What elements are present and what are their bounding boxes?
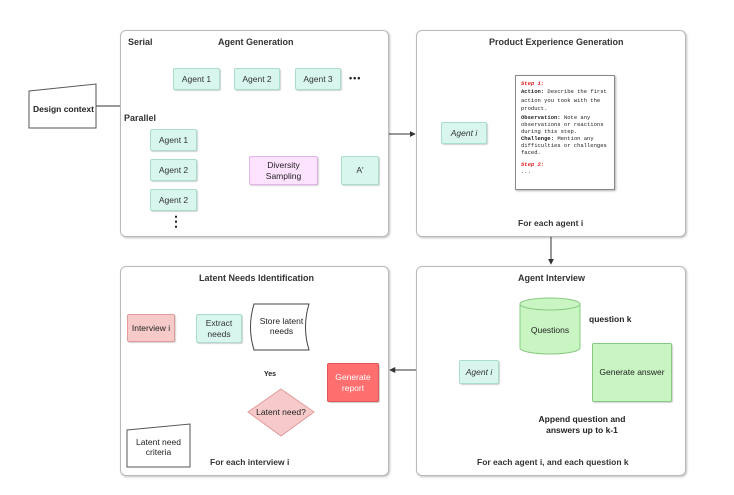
generate-answer-box[interactable]: Generate answer (592, 343, 672, 402)
questions-label[interactable]: Questions (530, 324, 570, 335)
doc-observation-label: Observation: (521, 113, 561, 121)
doc-action: Action: Describe the first action you to… (521, 88, 609, 114)
serial-label: Serial (128, 37, 153, 47)
doc-observation-text: Note any observations or reactions durin… (521, 113, 604, 135)
pe-footer: For each agent i (518, 218, 584, 228)
result-agents-box[interactable]: A' (341, 156, 379, 185)
decision-yes-label: Yes (264, 371, 277, 378)
diversity-sampling-box[interactable]: Diversity Sampling (249, 156, 318, 185)
doc-action-label: Action: (521, 88, 545, 96)
experience-document: Step 1: Action: Describe the first actio… (515, 75, 615, 190)
latent-need-decision-label[interactable]: Latent need? (256, 406, 306, 417)
serial-agent-2[interactable]: Agent 2 (234, 68, 280, 90)
serial-agent-3[interactable]: Agent 3 (295, 68, 341, 90)
pe-agent-i[interactable]: Agent i (441, 122, 487, 144)
doc-dots: ... (521, 168, 531, 176)
parallel-agent-3[interactable]: Agent 2 (150, 189, 197, 211)
doc-step2: Step 2: (521, 161, 545, 169)
extract-needs-box[interactable]: Extract needs (196, 314, 242, 343)
latent-footer: For each interview i (210, 457, 290, 467)
doc-observation: Observation: Note any observations or re… (521, 113, 609, 136)
agent-generation-title: Agent Generation (218, 37, 294, 47)
product-experience-title: Product Experience Generation (489, 37, 624, 47)
interview-agent-i[interactable]: Agent i (459, 360, 499, 384)
parallel-label: Parallel (124, 113, 157, 123)
agent-interview-title: Agent Interview (518, 273, 586, 283)
doc-challenge: Challenge: Mention any difficulties or c… (521, 135, 609, 157)
interview-i-box[interactable]: Interview i (127, 314, 175, 342)
latent-criteria-label[interactable]: Latent need criteria (136, 436, 181, 457)
design-context-label: Design context (33, 104, 94, 114)
interview-footer: For each agent i, and each question k (477, 457, 629, 467)
doc-action-text: Describe the first action you took with … (521, 88, 607, 113)
doc-challenge-text: Mention any difficulties or challenges f… (521, 135, 607, 157)
doc-challenge-label: Challenge: (521, 135, 555, 143)
parallel-vdots: ⋮ (169, 213, 183, 229)
generate-report-box[interactable]: Generate report (327, 363, 379, 402)
append-label: Append question and answers up to k-1 (538, 414, 626, 436)
parallel-agent-1[interactable]: Agent 1 (150, 129, 197, 151)
doc-step1: Step 1: (521, 80, 545, 87)
store-latent-needs-label[interactable]: Store latent needs (259, 315, 304, 336)
question-k-label: question k (589, 314, 632, 324)
serial-ellipsis: ••• (349, 73, 362, 83)
latent-needs-title: Latent Needs Identification (199, 273, 315, 283)
parallel-agent-2[interactable]: Agent 2 (150, 159, 197, 181)
serial-agent-1[interactable]: Agent 1 (173, 68, 220, 90)
